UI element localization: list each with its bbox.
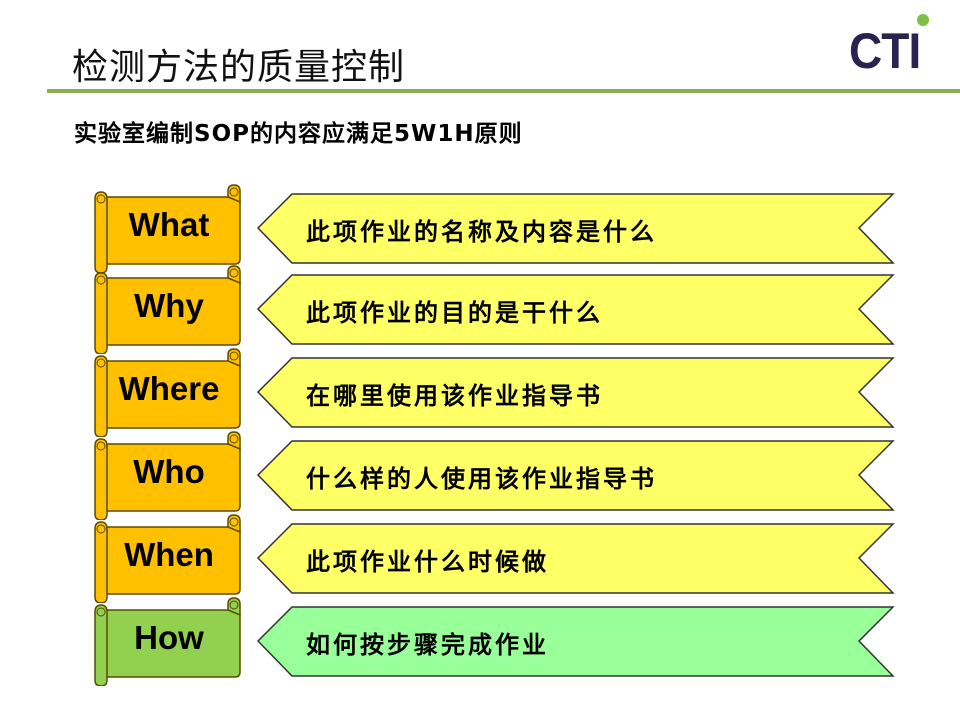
principle-description: 此项作业什么时候做: [306, 546, 549, 576]
scroll-shape-icon: [94, 265, 241, 354]
arrow-banner-shape: [256, 357, 895, 428]
arrow-banner-shape: [256, 440, 895, 511]
scroll-shape-icon: [94, 348, 241, 437]
scroll-shape-icon: [94, 184, 241, 273]
principle-description: 此项作业的名称及内容是什么: [306, 216, 657, 246]
principle-row-why: Why 此项作业的目的是干什么: [0, 264, 960, 354]
principle-key: Why: [134, 287, 204, 324]
scroll-icon: Why: [90, 264, 245, 354]
arrow-banner-shape: [256, 274, 895, 345]
arrow-banner-shape: [256, 606, 895, 677]
description-banner: 什么样的人使用该作业指导书: [256, 440, 896, 512]
logo-dot-icon: [917, 14, 929, 26]
principle-description: 在哪里使用该作业指导书: [306, 380, 603, 410]
principle-description: 此项作业的目的是干什么: [306, 297, 603, 327]
page-title: 检测方法的质量控制: [72, 47, 406, 88]
description-banner: 此项作业的名称及内容是什么: [256, 193, 896, 265]
principle-key: When: [124, 536, 214, 573]
principle-row-what: What 此项作业的名称及内容是什么: [0, 183, 960, 273]
principle-key: Where: [118, 370, 220, 407]
subtitle: 实验室编制SOP的内容应满足5W1H原则: [74, 121, 523, 147]
scroll-icon: What: [90, 183, 245, 273]
scroll-shape-icon: [94, 431, 241, 520]
principle-row-who: Who 什么样的人使用该作业指导书: [0, 430, 960, 520]
principle-row-how: How 如何按步骤完成作业: [0, 596, 960, 686]
principle-description: 如何按步骤完成作业: [306, 629, 549, 659]
scroll-icon: Where: [90, 347, 245, 437]
description-banner: 此项作业什么时候做: [256, 523, 896, 595]
principle-key: Who: [133, 453, 205, 490]
description-banner: 如何按步骤完成作业: [256, 606, 896, 678]
description-banner: 在哪里使用该作业指导书: [256, 357, 896, 429]
principle-row-where: Where 在哪里使用该作业指导书: [0, 347, 960, 437]
scroll-icon: Who: [90, 430, 245, 520]
principle-row-when: When 此项作业什么时候做: [0, 513, 960, 603]
principle-key: How: [134, 619, 204, 656]
scroll-icon: How: [90, 596, 245, 686]
scroll-icon: When: [90, 513, 245, 603]
cti-logo: CTI: [849, 14, 939, 79]
principle-key: What: [128, 206, 210, 243]
arrow-banner-shape: [256, 193, 895, 264]
scroll-shape-icon: [94, 597, 241, 686]
scroll-shape-icon: [94, 514, 241, 603]
description-banner: 此项作业的目的是干什么: [256, 274, 896, 346]
arrow-banner-shape: [256, 523, 895, 594]
logo-text: CTI: [849, 23, 921, 79]
principle-description: 什么样的人使用该作业指导书: [306, 463, 657, 493]
header-divider: [47, 89, 960, 93]
